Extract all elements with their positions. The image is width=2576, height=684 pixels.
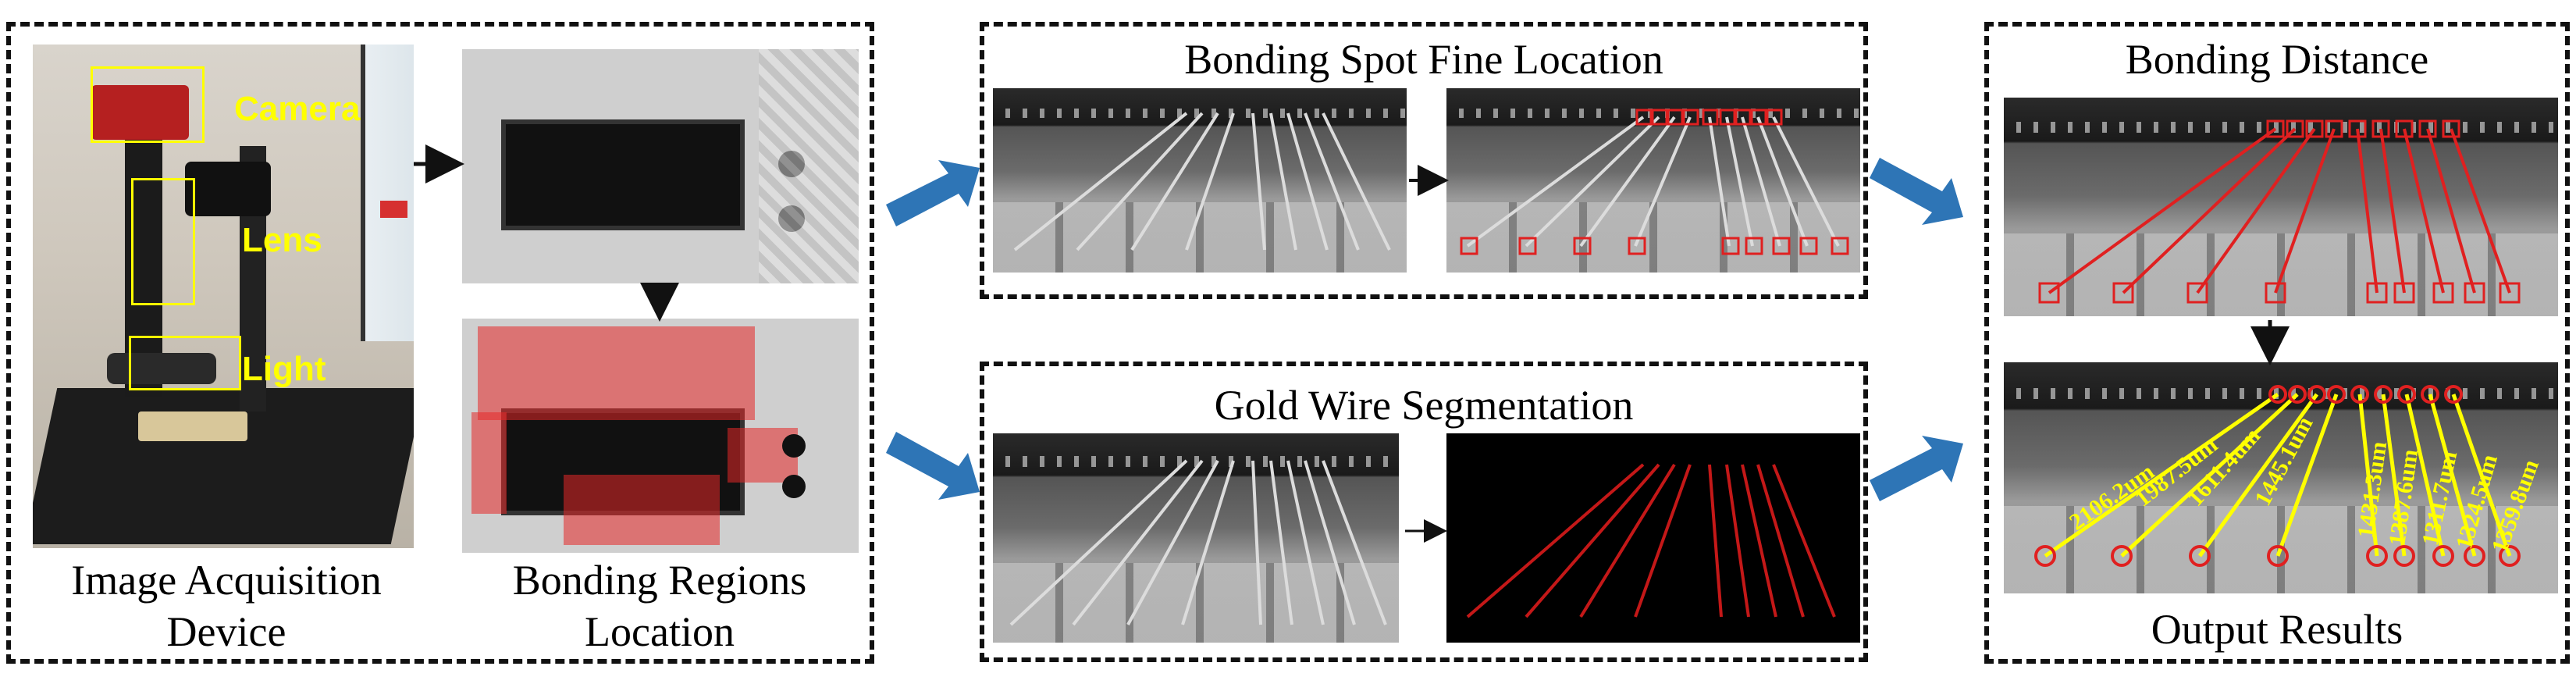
- blue-arrow-to-segmentation: [886, 432, 980, 500]
- stand-arm: [185, 162, 271, 216]
- lens-highlight-box: [131, 178, 195, 305]
- distance-red-boxes: [2038, 119, 2521, 304]
- segmentation-panel: [980, 362, 1868, 662]
- blue-arrow-from-segmentation: [1870, 436, 1963, 501]
- monitor-shape: [361, 45, 414, 341]
- chip-pad-right-4: [782, 475, 806, 498]
- light-label: Light: [242, 350, 326, 388]
- blue-arrow-to-fine-location: [886, 160, 980, 226]
- regions-caption-line1: Bonding Regions: [512, 557, 807, 604]
- light-ring: [107, 353, 216, 384]
- chip-overview-image: [462, 49, 859, 283]
- blue-arrow-from-fine-location: [1870, 158, 1963, 225]
- light-highlight-box: [129, 336, 241, 390]
- blue-arrow-icon: [886, 158, 1963, 501]
- camera-body: [91, 85, 189, 140]
- distance-red-lines: [2048, 127, 2511, 294]
- distance-panel: [1984, 22, 2570, 664]
- region-bottom: [564, 475, 720, 545]
- chip-tray: [138, 411, 247, 441]
- camera-label: Camera: [234, 90, 361, 128]
- region-top: [478, 326, 755, 420]
- output-results-caption: Output Results: [2151, 606, 2403, 653]
- chip-pad-right-3: [782, 434, 806, 458]
- segmentation-mask-image: [1446, 433, 1860, 643]
- chip-die: [501, 119, 745, 230]
- acquisition-caption-line1: Image Acquisition: [71, 557, 382, 604]
- distance-title: Bonding Distance: [2125, 36, 2429, 83]
- segmentation-input-wires: [1009, 459, 1387, 626]
- segmentation-input-image: [993, 433, 1399, 643]
- camera-highlight-box: [91, 66, 205, 143]
- lens-label: Lens: [242, 221, 322, 259]
- acquisition-caption-line2: Device: [166, 608, 286, 655]
- region-left: [471, 412, 507, 514]
- regions-caption-line2: Location: [585, 608, 735, 655]
- fine-location-title: Bonding Spot Fine Location: [1184, 36, 1663, 83]
- fine-location-panel: [980, 22, 1868, 299]
- chip-trace-block: [759, 49, 859, 283]
- acquisition-panel: [6, 22, 874, 664]
- result-yellow-arrows: [2044, 392, 2512, 558]
- monitor-red-mark: [380, 201, 407, 218]
- segmentation-mask-wires: [1466, 463, 1836, 618]
- result-red-circles: [2034, 385, 2521, 567]
- segmentation-title: Gold Wire Segmentation: [1214, 382, 1634, 429]
- fine-input-wires: [1013, 112, 1391, 251]
- fine-output-boxes: [1460, 109, 1849, 255]
- chip-regions-image: [462, 319, 859, 553]
- device-photo: [33, 45, 414, 548]
- fine-output-wires: [1466, 116, 1840, 248]
- measurement-label-6: 1387.6um: [2384, 447, 2423, 547]
